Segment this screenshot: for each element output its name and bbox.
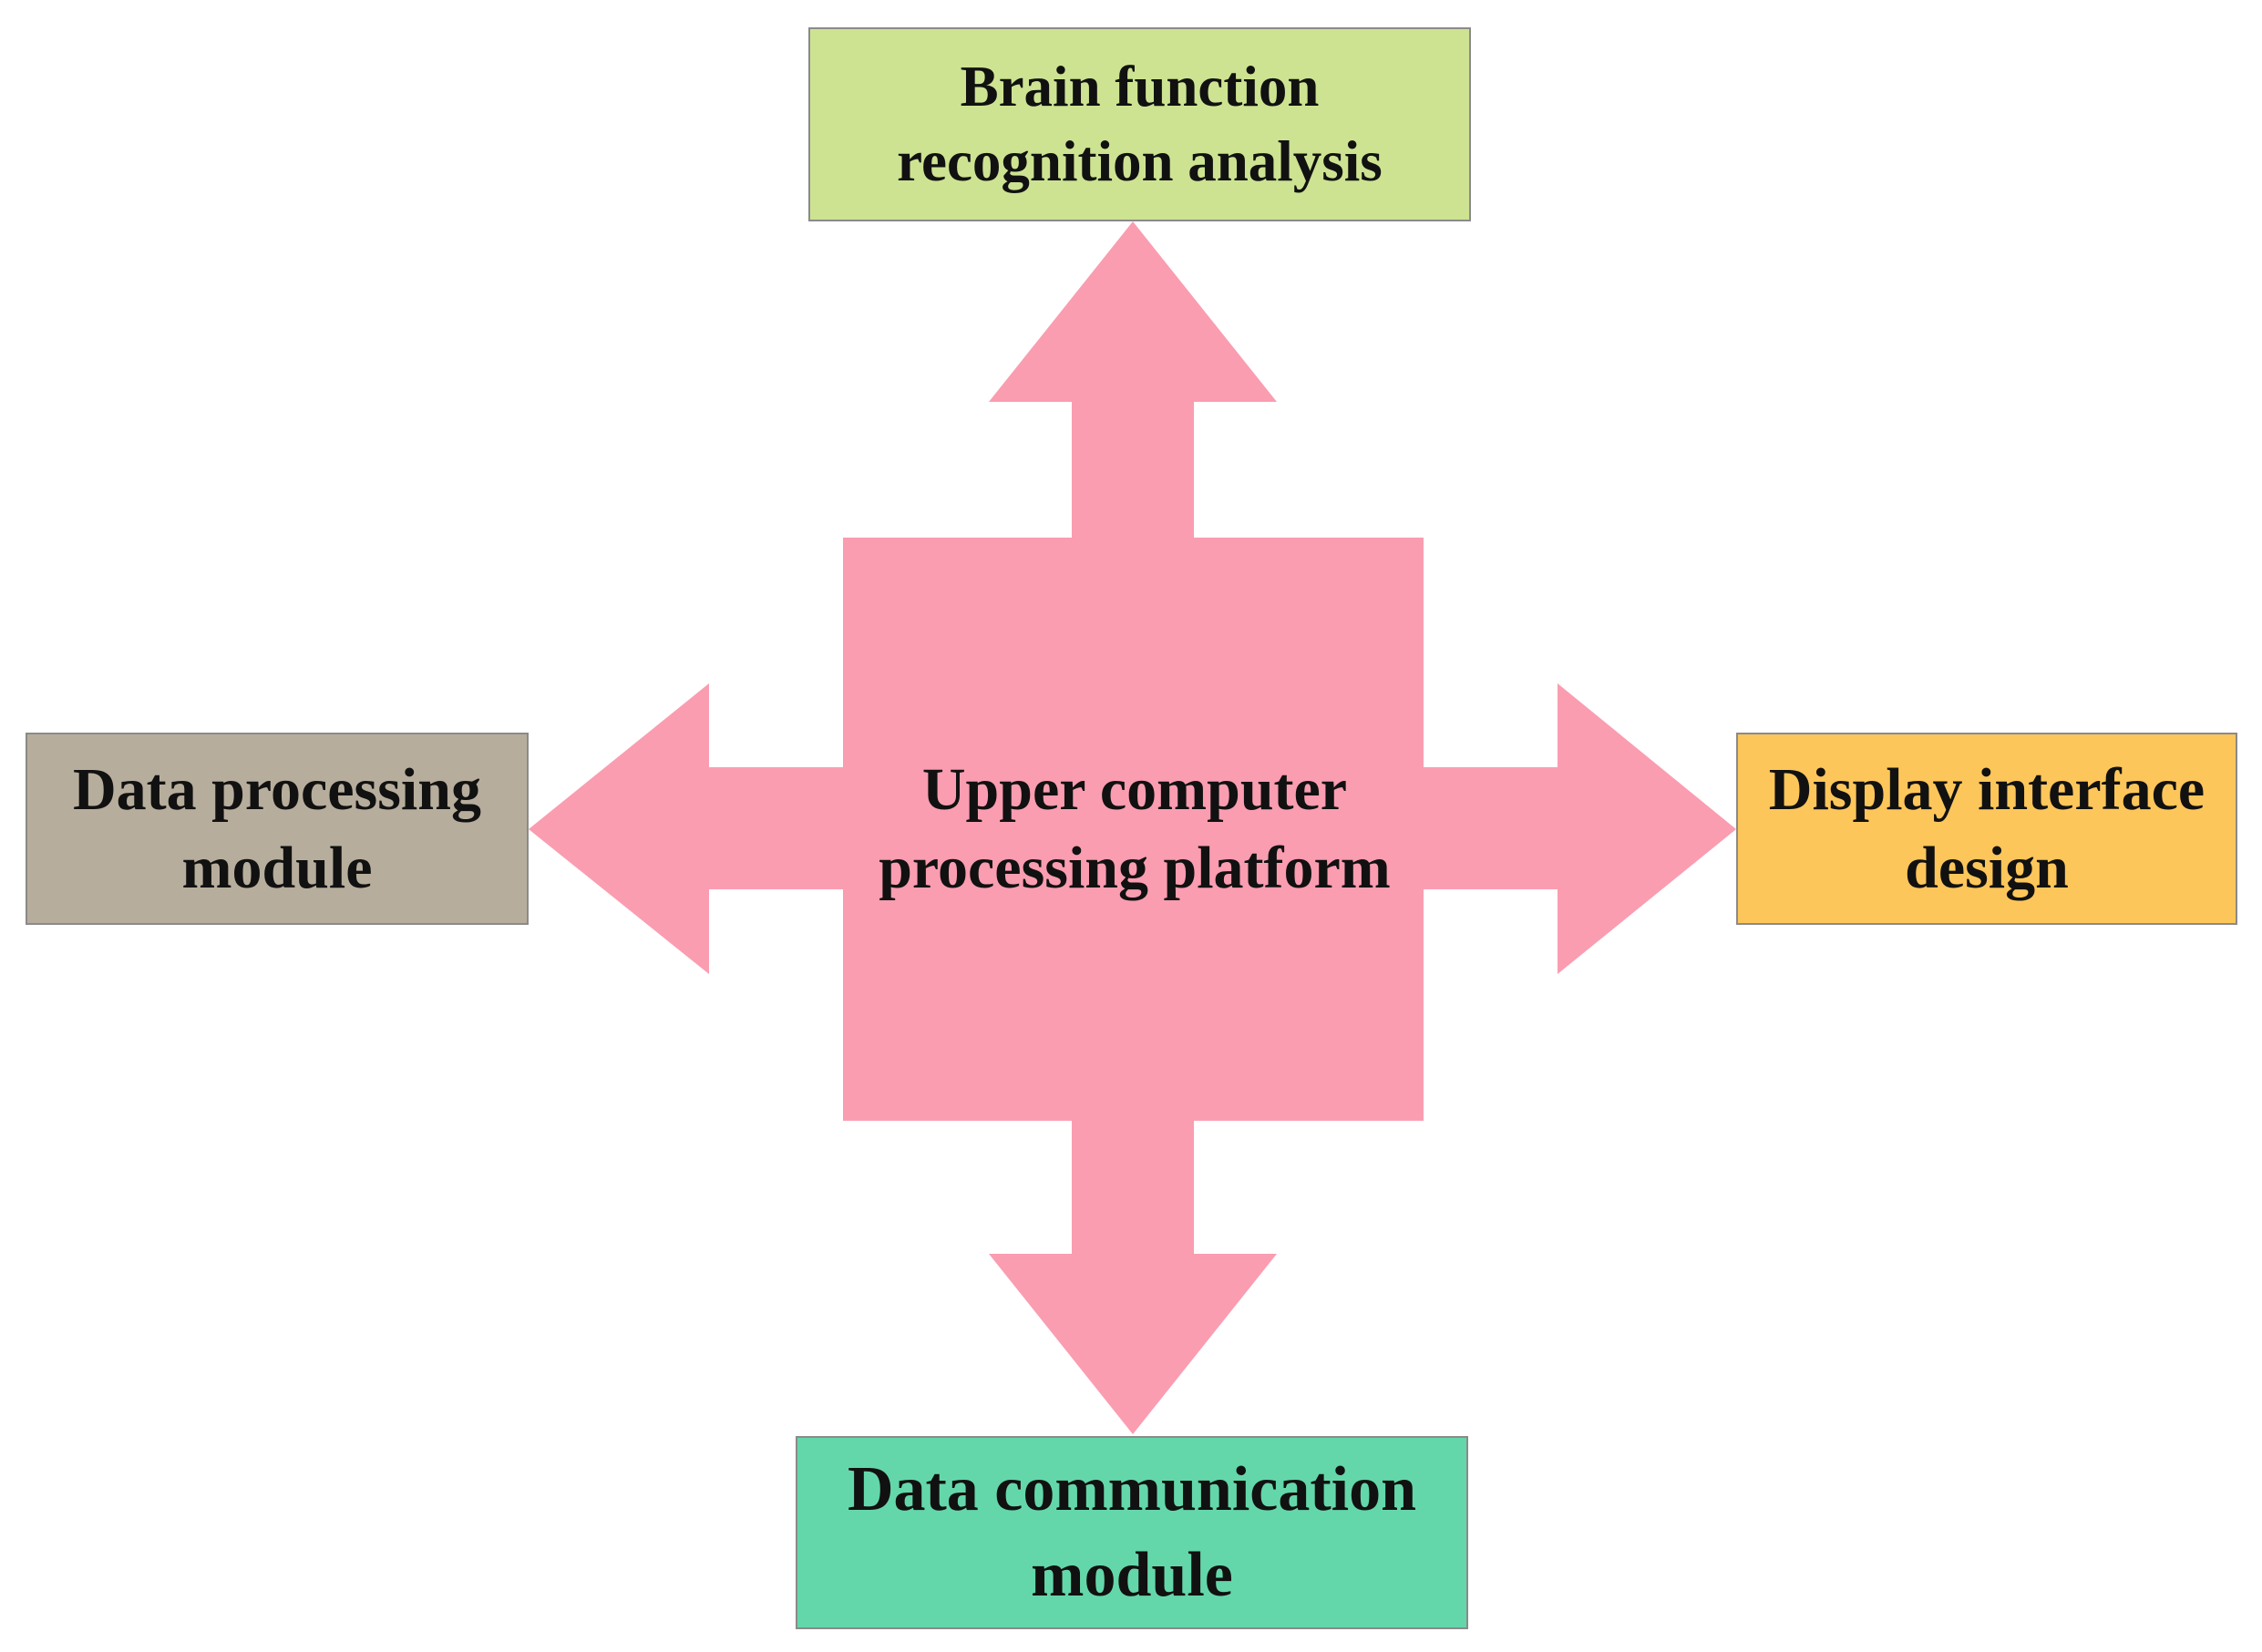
arrow-down [989,1116,1277,1434]
arrow-left [529,683,848,974]
center-platform-label: Upper computer processing platform [820,747,1449,911]
node-bottom-label-line1: Data communication [847,1453,1417,1524]
node-right-label-line1: Display interface [1768,755,2205,823]
node-top-label-line2: recognition analysis [897,128,1383,193]
node-top-label-line1: Brain function [960,54,1320,118]
center-label-line1: Upper computer [921,756,1348,824]
node-bottom-label-line2: module [1031,1540,1233,1610]
node-left-label-line2: module [181,834,373,901]
node-left-label-line1: Data processing [73,755,481,823]
node-right-label: Display interface design [1769,751,2205,908]
node-data-communication: Data communication module [796,1436,1468,1629]
node-right-label-line2: design [1905,834,2069,901]
arrow-right [1419,683,1736,974]
node-brain-function-recognition: Brain function recognition analysis [808,27,1471,221]
node-left-label: Data processing module [73,751,481,908]
center-platform-block [843,538,1424,1121]
node-data-processing: Data processing module [26,733,529,925]
node-bottom-label: Data communication module [848,1447,1416,1619]
node-display-interface: Display interface design [1736,733,2237,925]
arrow-up [989,221,1277,542]
center-label-line2: processing platform [879,835,1391,901]
node-top-label: Brain function recognition analysis [897,50,1383,200]
